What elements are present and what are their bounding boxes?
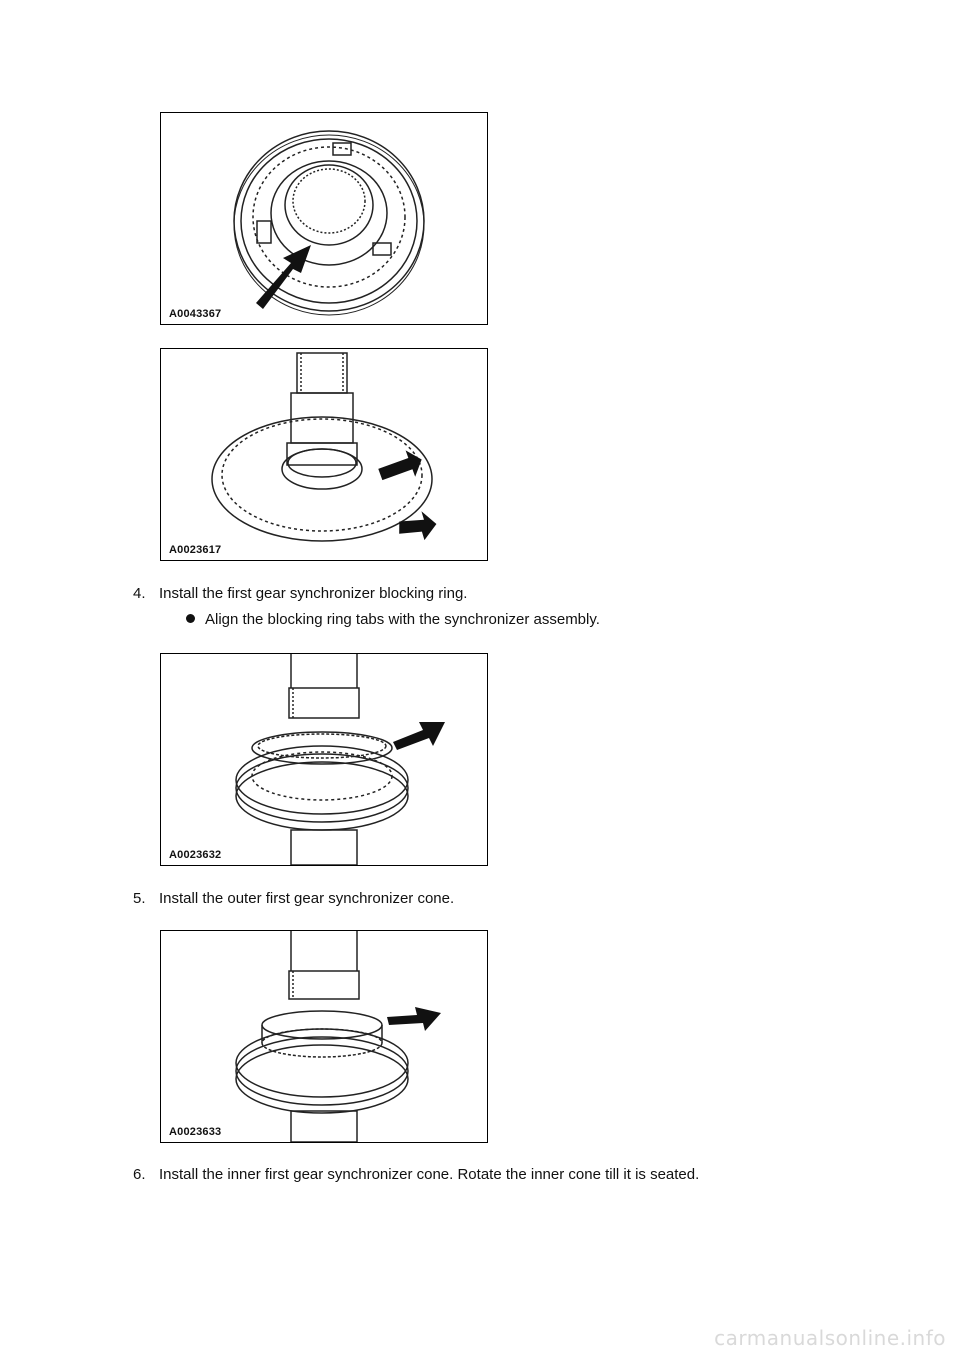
figure-id: A0023632 (169, 849, 222, 861)
blocking-ring-illustration (235, 654, 445, 865)
step-4-bullet: Align the blocking ring tabs with the sy… (186, 611, 600, 629)
synchronizer-assembly-illustration (233, 130, 425, 316)
step-text: Install the inner first gear synchronize… (159, 1166, 700, 1183)
figure-id: A0023633 (169, 1126, 222, 1138)
step-number: 6. (133, 1166, 146, 1183)
step-6: 6. Install the inner first gear synchroni… (133, 1166, 699, 1184)
outer-cone-illustration (235, 931, 441, 1142)
step-text: Install the first gear synchronizer bloc… (159, 585, 468, 602)
step-4: 4. Install the first gear synchronizer bl… (133, 585, 467, 603)
figure-synchronizer-ring-top: A0043367 (160, 112, 488, 325)
bullet-text: Align the blocking ring tabs with the sy… (205, 611, 600, 628)
figure-id: A0023617 (169, 544, 222, 556)
watermark: carmanualsonline.info (714, 1326, 946, 1350)
step-text: Install the outer first gear synchronize… (159, 890, 455, 907)
synchronizer-shaft-illustration (211, 352, 437, 542)
step-number: 5. (133, 890, 146, 907)
figure-blocking-ring: A0023632 (160, 653, 488, 866)
step-5: 5. Install the outer first gear synchroni… (133, 890, 454, 908)
step-number: 4. (133, 585, 146, 602)
bullet-icon (186, 614, 195, 623)
figure-id: A0043367 (169, 308, 222, 320)
figure-outer-cone: A0023633 (160, 930, 488, 1143)
figure-synchronizer-on-shaft: A0023617 (160, 348, 488, 561)
